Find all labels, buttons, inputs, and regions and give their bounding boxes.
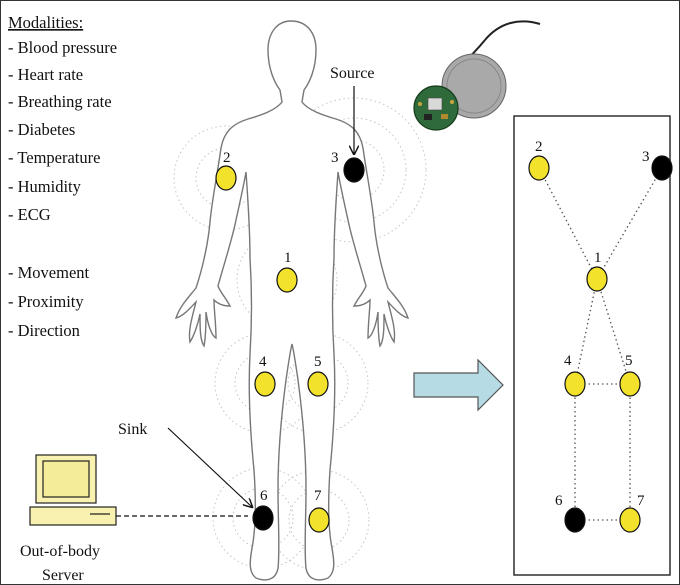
transform-arrow (414, 360, 503, 410)
body-label-6: 6 (260, 488, 268, 504)
body-node-7 (309, 508, 329, 532)
modality-item: - Diabetes (8, 120, 75, 139)
graph-node-4 (565, 372, 585, 396)
computer-icon (30, 455, 116, 525)
graph-node-2 (529, 156, 549, 180)
topology-graph-panel (514, 116, 670, 575)
human-body-outline (176, 21, 408, 580)
body-node-3 (344, 158, 364, 182)
body-label-5: 5 (314, 354, 322, 370)
sensor-coin-photo (414, 21, 540, 130)
graph-label-5: 5 (625, 353, 633, 369)
modality-item: - Heart rate (8, 65, 83, 84)
modality-item: - Proximity (8, 292, 84, 311)
graph-label-6: 6 (555, 493, 563, 509)
body-label-2: 2 (223, 150, 231, 166)
graph-label-1: 1 (594, 250, 602, 266)
body-node-1 (277, 268, 297, 292)
modality-item: - Breathing rate (8, 92, 112, 111)
server-label-line2: Server (42, 567, 84, 584)
modality-item: - Temperature (8, 148, 100, 167)
body-label-7: 7 (314, 488, 322, 504)
body-node-4 (255, 372, 275, 396)
graph-node-3 (652, 156, 672, 180)
body-node-5 (308, 372, 328, 396)
sink-arrow (168, 428, 252, 507)
source-label: Source (330, 65, 374, 82)
body-label-1: 1 (284, 250, 292, 266)
sink-label: Sink (118, 421, 147, 438)
modality-item: - Blood pressure (8, 38, 117, 57)
modality-item: - ECG (8, 205, 51, 224)
modalities-list: Modalities: - Blood pressure - Heart rat… (8, 13, 117, 340)
graph-node-7 (620, 508, 640, 532)
graph-label-7: 7 (637, 493, 645, 509)
graph-label-4: 4 (564, 353, 572, 369)
graph-label-2: 2 (535, 139, 543, 155)
graph-node-6 (565, 508, 585, 532)
graph-node-1 (587, 267, 607, 291)
body-label-4: 4 (259, 354, 267, 370)
modalities-heading: Modalities: (8, 13, 83, 32)
server-label-line1: Out-of-body (20, 543, 100, 560)
modality-item: - Humidity (8, 177, 82, 196)
modality-item: - Direction (8, 321, 80, 340)
graph-node-5 (620, 372, 640, 396)
body-node-2 (216, 166, 236, 190)
body-label-3: 3 (331, 150, 339, 166)
modality-item: - Movement (8, 263, 90, 282)
graph-label-3: 3 (642, 149, 650, 165)
body-node-6 (253, 506, 273, 530)
